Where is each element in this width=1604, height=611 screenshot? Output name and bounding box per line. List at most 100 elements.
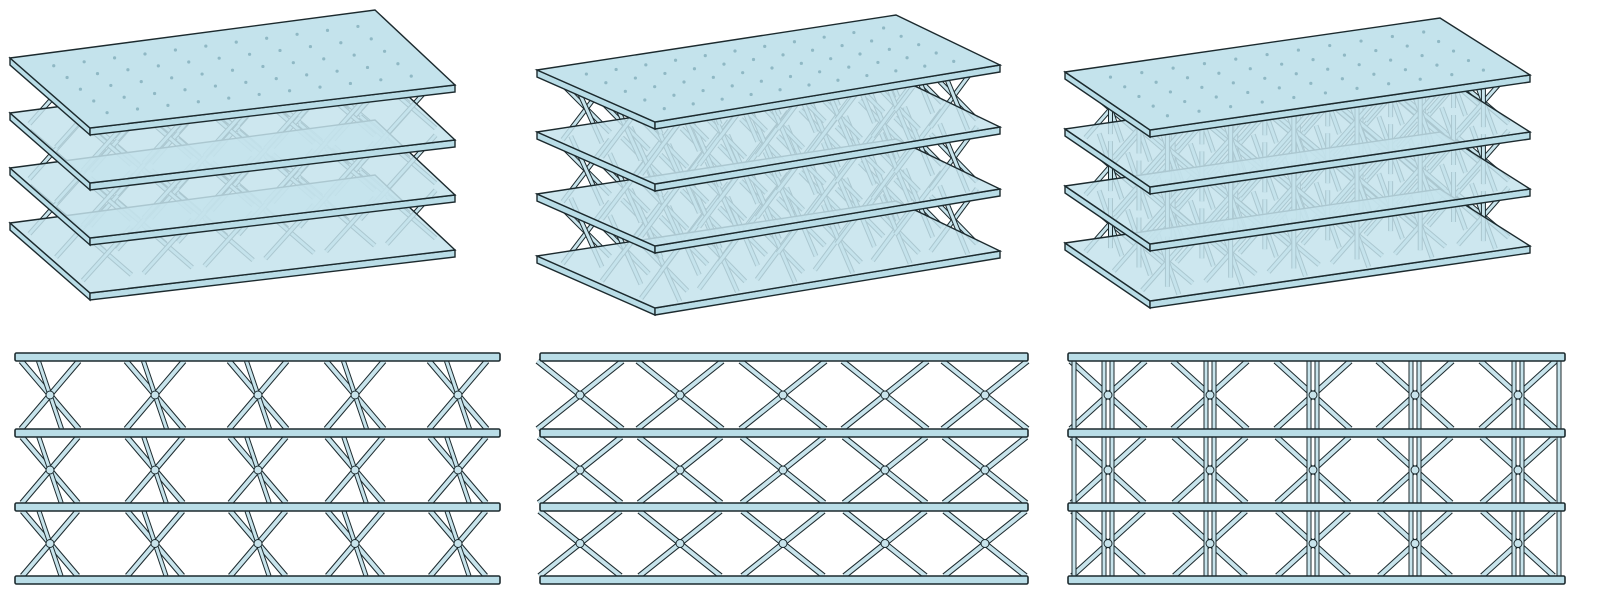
node-dot xyxy=(759,79,763,83)
node-dot xyxy=(781,53,785,57)
node-dot xyxy=(692,67,697,71)
node-dot xyxy=(792,40,797,44)
node-dot xyxy=(672,93,676,97)
node-dot xyxy=(1214,95,1218,99)
node-dot xyxy=(1202,62,1207,66)
plate xyxy=(539,575,1029,585)
isometric-view-c xyxy=(1063,17,1532,310)
isometric-view-b xyxy=(534,14,1003,317)
node-dot xyxy=(183,88,187,92)
node-dot xyxy=(325,28,330,32)
node-dot xyxy=(295,32,299,36)
node-dot xyxy=(1403,68,1408,72)
node-dot xyxy=(379,78,383,82)
node-dot xyxy=(1374,48,1378,53)
node-joint xyxy=(253,539,263,548)
node-dot xyxy=(840,43,844,48)
node-dot xyxy=(257,92,261,97)
node-dot xyxy=(733,49,737,53)
node-dot xyxy=(261,64,265,69)
node-dot xyxy=(1183,99,1187,104)
node-dot xyxy=(82,60,86,64)
node-joint xyxy=(253,390,263,400)
node-dot xyxy=(1340,77,1344,81)
node-dot xyxy=(318,85,322,89)
node-dot xyxy=(722,62,726,66)
node-dot xyxy=(653,85,657,89)
node-dot xyxy=(217,56,221,60)
node-dot xyxy=(230,68,235,72)
plate-top xyxy=(534,14,1003,123)
isometric-view-a xyxy=(8,9,457,302)
node-dot xyxy=(1140,71,1144,75)
node-dot xyxy=(352,53,356,57)
plate xyxy=(14,352,501,362)
node-dot xyxy=(1323,91,1328,95)
node-dot xyxy=(810,48,815,52)
node-joint xyxy=(45,390,55,400)
node-dot xyxy=(1451,49,1456,53)
node-dot xyxy=(1296,48,1301,52)
node-dot xyxy=(247,52,252,56)
node-dot xyxy=(173,48,178,52)
node-dot xyxy=(1466,58,1471,63)
node-dot xyxy=(1229,105,1233,109)
node-dot xyxy=(1137,94,1141,99)
node-dot xyxy=(1123,85,1127,89)
node-dot xyxy=(905,56,909,60)
node-dot xyxy=(1359,39,1363,43)
node-dot xyxy=(213,84,218,88)
node-dot xyxy=(265,36,269,40)
plate xyxy=(14,502,501,512)
plate xyxy=(1067,352,1566,362)
node-dot xyxy=(763,44,767,48)
node-dot xyxy=(92,99,96,103)
node-dot xyxy=(711,75,715,79)
node-dot xyxy=(1200,85,1204,89)
node-dot xyxy=(829,57,833,61)
node-joint xyxy=(453,465,463,475)
node-dot xyxy=(1342,53,1347,57)
side-views xyxy=(14,352,1566,585)
node-dot xyxy=(770,66,774,70)
node-dot xyxy=(52,64,56,68)
node-joint xyxy=(1205,465,1215,475)
node-dot xyxy=(308,44,313,49)
node-dot xyxy=(348,81,353,86)
node-dot xyxy=(143,52,147,56)
node-dot xyxy=(1108,75,1113,79)
node-dot xyxy=(274,77,278,81)
plate xyxy=(539,502,1029,512)
node-joint xyxy=(778,539,788,548)
node-dot xyxy=(623,89,627,93)
node-joint xyxy=(980,465,990,475)
node-joint xyxy=(1410,390,1420,400)
node-dot xyxy=(633,76,637,80)
node-joint xyxy=(575,465,585,475)
node-dot xyxy=(170,76,174,80)
node-dot xyxy=(1389,58,1393,62)
node-joint xyxy=(45,539,55,548)
node-dot xyxy=(818,70,822,74)
node-dot xyxy=(1197,109,1201,113)
node-dot xyxy=(876,60,880,65)
node-dot xyxy=(741,71,745,75)
side-view-a xyxy=(14,352,501,585)
node-joint xyxy=(675,465,685,475)
node-dot xyxy=(865,73,869,78)
node-dot xyxy=(204,44,208,48)
node-dot xyxy=(1231,81,1235,85)
node-dot xyxy=(1328,43,1332,48)
node-dot xyxy=(105,111,109,115)
node-dot xyxy=(339,41,343,45)
node-joint xyxy=(778,390,788,400)
node-joint xyxy=(1410,539,1420,548)
node-dot xyxy=(65,75,69,80)
node-dot xyxy=(1435,63,1439,67)
node-dot xyxy=(1292,95,1296,100)
plate xyxy=(14,428,501,438)
node-joint xyxy=(350,465,360,475)
node-dot xyxy=(1420,53,1424,58)
node-dot xyxy=(382,49,387,53)
node-dot xyxy=(1280,62,1284,66)
